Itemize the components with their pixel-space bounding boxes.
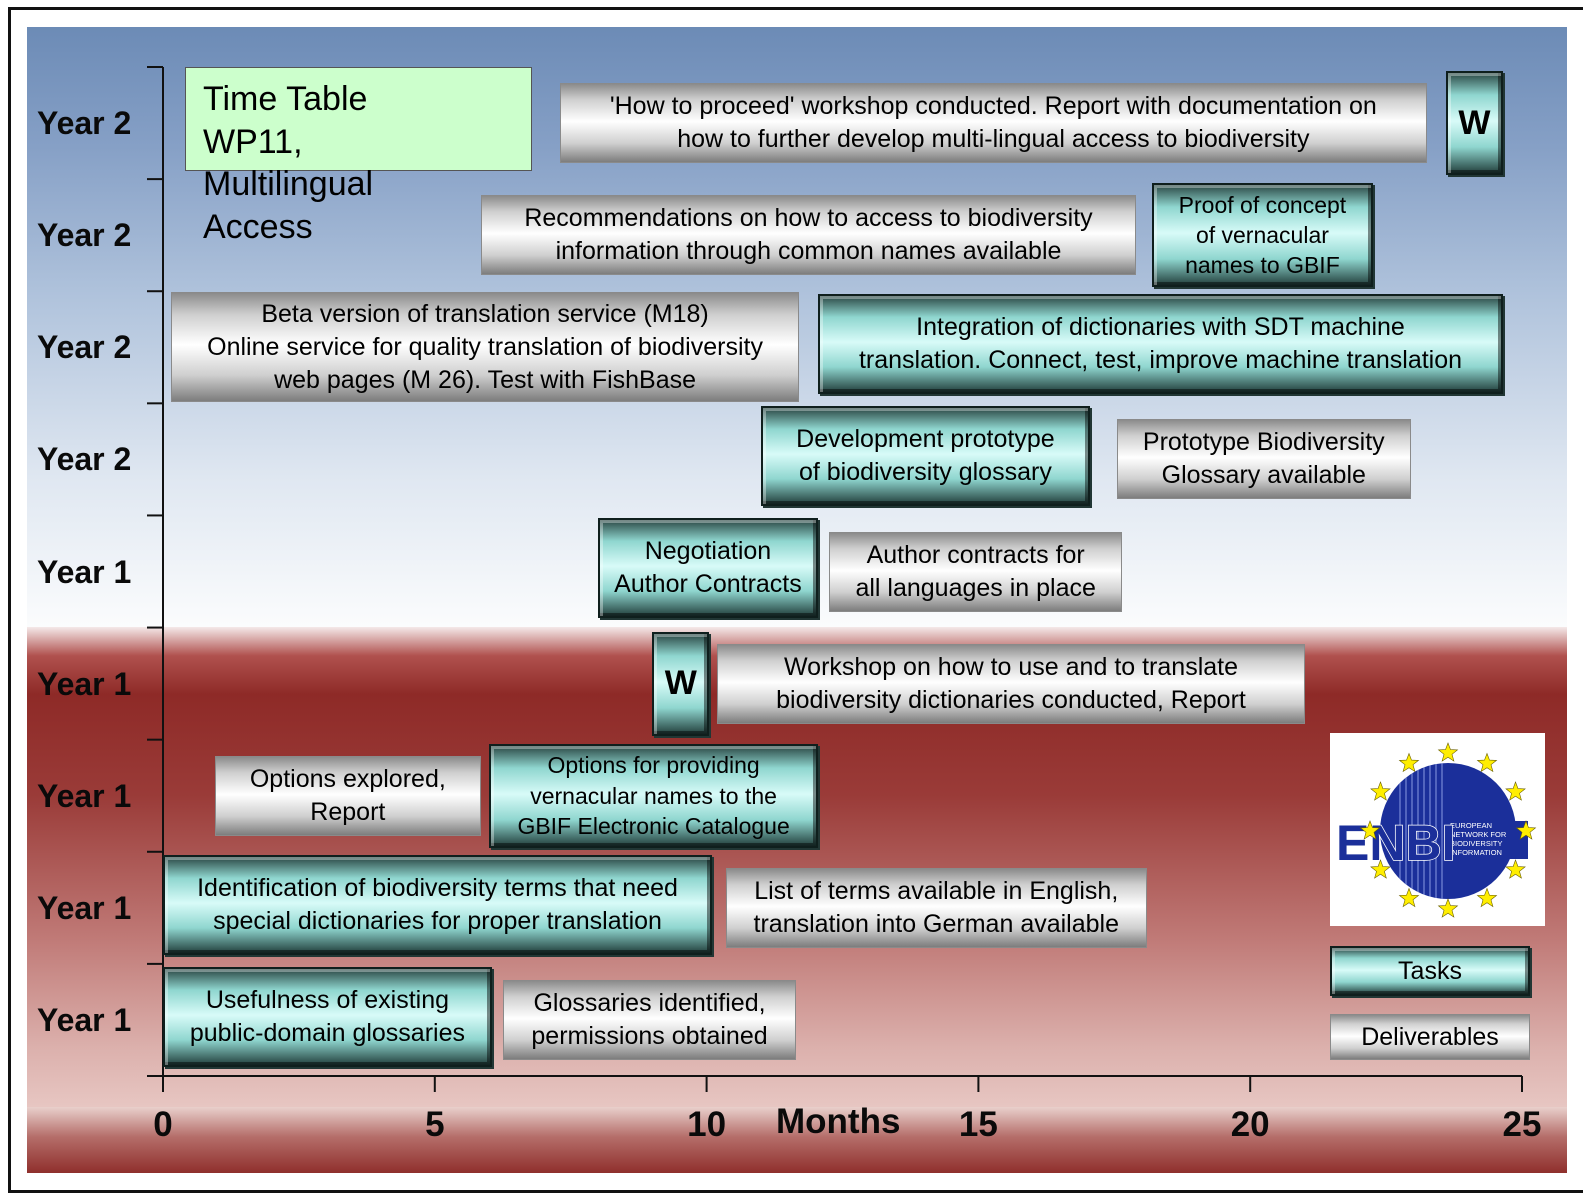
task-label: Identification of biodiversity terms tha… xyxy=(197,873,678,935)
deliverable-box: 'How to proceed' workshop conducted. Rep… xyxy=(559,83,1427,164)
deliverable-label: List of terms available in English, tran… xyxy=(753,876,1119,938)
logo-star-icon xyxy=(1370,781,1391,801)
chart-title: Time Table WP11, Multilingual Access xyxy=(185,67,532,246)
logo-star-icon xyxy=(1437,742,1459,762)
task-label: Usefulness of existing public-domain glo… xyxy=(189,985,465,1047)
deliverable-label: 'How to proceed' workshop conducted. Rep… xyxy=(609,92,1377,154)
logo-star-icon xyxy=(1398,752,1420,773)
logo-star-icon xyxy=(1505,859,1526,879)
task-bar: Usefulness of existing public-domain glo… xyxy=(163,966,492,1067)
task-bar: Negotiation Author Contracts xyxy=(597,518,819,619)
x-tick-label: 20 xyxy=(1230,1105,1270,1144)
deliverable-box: Workshop on how to use and to translate … xyxy=(717,643,1305,724)
deliverable-label: Recommendations on how to access to biod… xyxy=(524,204,1093,266)
row-label: Year 1 xyxy=(37,777,132,814)
svg-text:NETWORK FOR: NETWORK FOR xyxy=(1450,830,1507,839)
svg-text:ENBI: ENBI xyxy=(1336,815,1455,871)
workshop-task-bar: W xyxy=(652,631,710,736)
row-label: Year 1 xyxy=(37,889,132,926)
legend-deliverables-label: Deliverables xyxy=(1361,1022,1499,1051)
deliverable-box: Prototype Biodiversity Glossary availabl… xyxy=(1117,419,1411,500)
task-bar: Integration of dictionaries with SDT mac… xyxy=(818,294,1503,395)
logo-star-icon xyxy=(1370,859,1391,879)
deliverable-label: Prototype Biodiversity Glossary availabl… xyxy=(1142,428,1385,490)
deliverable-box: Author contracts for all languages in pl… xyxy=(828,531,1123,612)
workshop-task-bar: W xyxy=(1445,71,1503,176)
axis-background-band xyxy=(27,1107,1567,1173)
task-label: Integration of dictionaries with SDT mac… xyxy=(858,313,1463,375)
deliverable-label: Glossaries identified, permissions obtai… xyxy=(531,988,768,1050)
deliverable-box: Options explored, Report xyxy=(214,755,481,836)
deliverable-box: Beta version of translation service (M18… xyxy=(171,292,799,403)
legend-tasks: Tasks xyxy=(1330,946,1530,996)
enbi-logo-graphic: EUROPEAN NETWORK FOR BIODIVERSITY INFORM… xyxy=(1335,742,1537,918)
task-bar: Proof of concept of vernacular names to … xyxy=(1152,183,1373,288)
task-bar: Development prototype of biodiversity gl… xyxy=(760,406,1090,507)
task-label: Proof of concept of vernacular names to … xyxy=(1178,191,1347,279)
row-label: Year 1 xyxy=(37,553,132,590)
logo-star-icon xyxy=(1398,887,1420,908)
task-label: Negotiation Author Contracts xyxy=(614,537,802,599)
x-tick-label: 0 xyxy=(153,1105,173,1144)
svg-text:INFORMATION: INFORMATION xyxy=(1450,848,1502,857)
svg-text:BIODIVERSITY: BIODIVERSITY xyxy=(1450,839,1503,848)
logo-star-icon xyxy=(1359,820,1381,840)
deliverable-label: Author contracts for all languages in pl… xyxy=(855,540,1096,602)
deliverable-box: Recommendations on how to access to biod… xyxy=(481,195,1137,276)
logo-star-icon xyxy=(1437,898,1459,918)
task-label: W xyxy=(664,664,697,703)
logo-star-icon xyxy=(1476,752,1498,773)
x-tick-label: 15 xyxy=(958,1105,998,1144)
deliverable-label: Options explored, Report xyxy=(249,764,446,826)
x-tick-label: 5 xyxy=(425,1105,445,1144)
task-label: W xyxy=(1458,103,1491,142)
task-label: Development prototype of biodiversity gl… xyxy=(796,425,1055,487)
logo-star-icon xyxy=(1515,820,1537,840)
deliverable-box: Glossaries identified, permissions obtai… xyxy=(502,979,797,1060)
legend-tasks-label: Tasks xyxy=(1398,956,1462,985)
x-axis-label: Months xyxy=(776,1102,901,1141)
task-bar: Identification of biodiversity terms tha… xyxy=(163,854,713,955)
deliverable-label: Workshop on how to use and to translate … xyxy=(776,652,1246,714)
logo-star-icon xyxy=(1505,781,1526,801)
logo-star-icon xyxy=(1476,887,1498,908)
enbi-logo: EUROPEAN NETWORK FOR BIODIVERSITY INFORM… xyxy=(1330,733,1545,926)
x-tick-label: 25 xyxy=(1502,1105,1542,1144)
task-label: Options for providing vernacular names t… xyxy=(517,752,790,839)
deliverable-box: List of terms available in English, tran… xyxy=(725,867,1147,948)
row-label: Year 1 xyxy=(37,1001,132,1038)
deliverable-label: Beta version of translation service (M18… xyxy=(207,299,763,394)
row-label: Year 2 xyxy=(37,329,132,366)
svg-text:EUROPEAN: EUROPEAN xyxy=(1450,821,1492,830)
row-label: Year 2 xyxy=(37,217,132,254)
task-bar: Options for providing vernacular names t… xyxy=(489,743,819,848)
row-label: Year 2 xyxy=(37,105,132,142)
row-label: Year 1 xyxy=(37,665,132,702)
legend-deliverables: Deliverables xyxy=(1330,1014,1530,1060)
row-label: Year 2 xyxy=(37,441,132,478)
x-tick-label: 10 xyxy=(687,1105,727,1144)
